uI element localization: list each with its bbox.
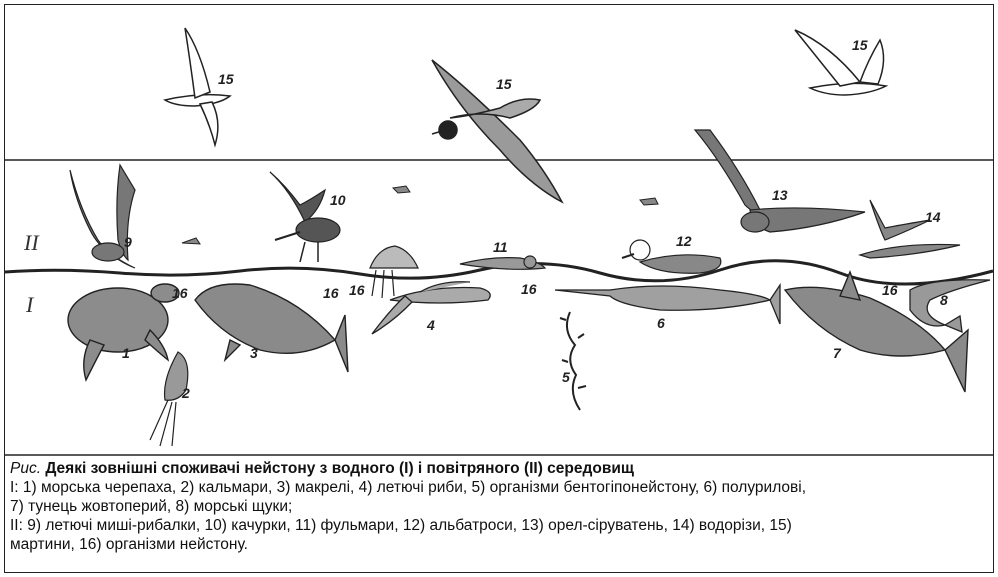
label-15: 15 [852, 37, 868, 53]
zone-label-air: II [23, 230, 40, 255]
label-16: 16 [882, 282, 898, 298]
neuston-item-icon [182, 238, 200, 244]
label-3: 3 [250, 345, 258, 361]
fulmar-icon [460, 256, 545, 269]
zone-label-water: I [25, 292, 35, 317]
label-15: 15 [218, 71, 234, 87]
label-14: 14 [925, 209, 941, 225]
caption-line-4: мартини, 16) організми нейстону. [10, 535, 995, 554]
label-5: 5 [562, 369, 570, 385]
label-8: 8 [940, 292, 948, 308]
caption-title-line: Рис. Деякі зовнішні споживачі нейстону з… [10, 459, 995, 478]
label-10: 10 [330, 192, 346, 208]
fishing-bat-icon [70, 165, 135, 268]
label-16: 16 [521, 281, 537, 297]
halfbeak-icon [555, 285, 780, 324]
label-16: 16 [349, 282, 365, 298]
caption-line-2: 7) тунець жовтоперий, 8) морські щуки; [10, 497, 995, 516]
label-9: 9 [124, 234, 132, 250]
label-2: 2 [181, 385, 190, 401]
sea-turtle-icon [68, 284, 179, 380]
label-16: 16 [323, 285, 339, 301]
caption-prefix: Рис. [10, 460, 41, 477]
label-6: 6 [657, 315, 665, 331]
shearwater-icon [860, 200, 960, 258]
figure-caption: Рис. Деякі зовнішні споживачі нейстону з… [10, 459, 995, 554]
label-7: 7 [833, 345, 842, 361]
label-1: 1 [122, 345, 130, 361]
label-15: 15 [496, 76, 512, 92]
garfish-icon [910, 280, 990, 332]
neuston-item-icon [640, 198, 658, 205]
caption-title: Деякі зовнішні споживачі нейстону з водн… [45, 460, 634, 477]
neuston-jelly-icon [370, 246, 418, 298]
caption-line-1: I: 1) морська черепаха, 2) кальмари, 3) … [10, 478, 995, 497]
label-13: 13 [772, 187, 788, 203]
albatross-icon [622, 240, 721, 273]
label-16: 16 [172, 285, 188, 301]
storm-petrel-icon [270, 172, 340, 262]
sea-eagle-icon [695, 130, 865, 232]
label-12: 12 [676, 233, 692, 249]
label-11: 11 [493, 239, 508, 255]
caption-line-3: II: 9) летючі миші-рибалки, 10) качурки,… [10, 516, 995, 535]
ecology-illustration: 1 2 3 4 5 6 7 8 9 10 11 12 13 14 15 15 1… [0, 0, 998, 460]
gull-right-icon [795, 30, 886, 95]
label-4: 4 [426, 317, 435, 333]
benthic-organism-icon [560, 312, 586, 410]
neuston-item-icon [393, 186, 410, 193]
